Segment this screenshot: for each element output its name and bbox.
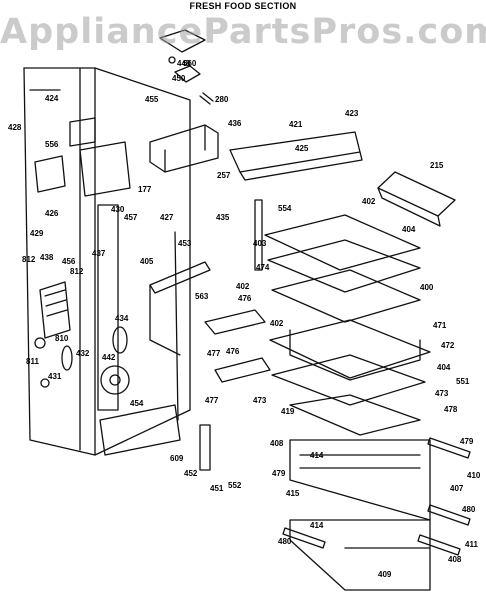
part-label: 457 xyxy=(124,213,138,222)
bottom-channel xyxy=(99,404,211,471)
part-label: 451 xyxy=(210,484,224,493)
part-label: 407 xyxy=(450,484,464,493)
part-label: 432 xyxy=(76,349,90,358)
top-hinge-parts xyxy=(159,29,206,83)
part-label: 478 xyxy=(444,405,458,414)
part-label: 479 xyxy=(460,437,474,446)
part-label: 402 xyxy=(362,197,376,206)
part-label: 473 xyxy=(253,396,267,405)
part-label: 477 xyxy=(205,396,219,405)
heater xyxy=(39,281,71,339)
part-label: 428 xyxy=(8,123,22,132)
part-label: 419 xyxy=(281,407,295,416)
part-label: 404 xyxy=(437,363,451,372)
part-label: 453 xyxy=(178,239,192,248)
part-label: 405 xyxy=(140,257,154,266)
part-label: 811 xyxy=(26,357,39,366)
crisper-drawers xyxy=(289,394,431,591)
part-label: 450 xyxy=(172,74,186,83)
part-label: 810 xyxy=(55,334,69,343)
part-label: 560 xyxy=(183,59,197,68)
part-label: 426 xyxy=(45,209,59,218)
part-label: 409 xyxy=(378,570,392,579)
part-label: 430 xyxy=(111,205,125,214)
part-label: 480 xyxy=(462,505,476,514)
part-label: 474 xyxy=(256,263,270,272)
part-label: 408 xyxy=(448,555,462,564)
part-label: 438 xyxy=(40,253,54,262)
part-label: 476 xyxy=(238,294,252,303)
part-label: 812 xyxy=(70,267,84,276)
rear-panel xyxy=(229,131,363,181)
part-label: 404 xyxy=(402,225,416,234)
part-label: 402 xyxy=(270,319,284,328)
part-label: 423 xyxy=(345,109,359,118)
part-label: 454 xyxy=(130,399,144,408)
watermark: AppliancePartsPros.com xyxy=(0,12,486,52)
diagram-title: FRESH FOOD SECTION xyxy=(189,1,297,11)
part-label: 556 xyxy=(45,140,59,149)
part-label: 400 xyxy=(420,283,434,292)
part-label: 551 xyxy=(456,377,470,386)
part-label: 480 xyxy=(278,537,292,546)
part-label: 414 xyxy=(310,451,324,460)
part-label: 436 xyxy=(228,119,242,128)
shelves xyxy=(264,214,431,406)
part-label: 421 xyxy=(289,120,303,129)
door-bin xyxy=(377,171,456,227)
part-label: 552 xyxy=(228,481,242,490)
part-label: 455 xyxy=(145,95,159,104)
part-label: 473 xyxy=(435,389,449,398)
part-label: 456 xyxy=(62,257,76,266)
part-label: 563 xyxy=(195,292,209,301)
pantry-drawers xyxy=(204,309,271,383)
part-label: 476 xyxy=(226,347,240,356)
part-label: 403 xyxy=(253,239,267,248)
part-label: 215 xyxy=(430,161,444,170)
part-label: 442 xyxy=(102,353,116,362)
control-housing xyxy=(149,92,219,173)
part-label: 609 xyxy=(170,454,184,463)
part-label: 414 xyxy=(310,521,324,530)
drawer-slides xyxy=(282,437,471,556)
part-label: 477 xyxy=(207,349,221,358)
part-label: 402 xyxy=(236,282,250,291)
part-label: 257 xyxy=(217,171,231,180)
part-label: 429 xyxy=(30,229,44,238)
part-label: 554 xyxy=(278,204,292,213)
fan-parts xyxy=(34,326,130,395)
part-label: 452 xyxy=(184,469,198,478)
part-label: 479 xyxy=(272,469,286,478)
shelf-ladder xyxy=(149,199,263,356)
part-label: 425 xyxy=(295,144,309,153)
part-label: 280 xyxy=(215,95,229,104)
part-label: 415 xyxy=(286,489,300,498)
part-label: 437 xyxy=(92,249,106,258)
part-label: 431 xyxy=(48,372,62,381)
air-duct xyxy=(97,204,179,421)
part-label: 472 xyxy=(441,341,455,350)
part-label: 424 xyxy=(45,94,59,103)
part-label: 435 xyxy=(216,213,230,222)
part-label: 471 xyxy=(433,321,447,330)
part-label: 434 xyxy=(115,314,129,323)
part-label: 177 xyxy=(138,185,152,194)
part-label: 427 xyxy=(160,213,174,222)
part-label: 448 xyxy=(177,59,191,68)
part-label: 408 xyxy=(270,439,284,448)
part-label: 812 xyxy=(22,255,36,264)
light-box xyxy=(34,117,131,197)
part-label: 410 xyxy=(467,471,481,480)
part-label: 411 xyxy=(465,540,478,549)
